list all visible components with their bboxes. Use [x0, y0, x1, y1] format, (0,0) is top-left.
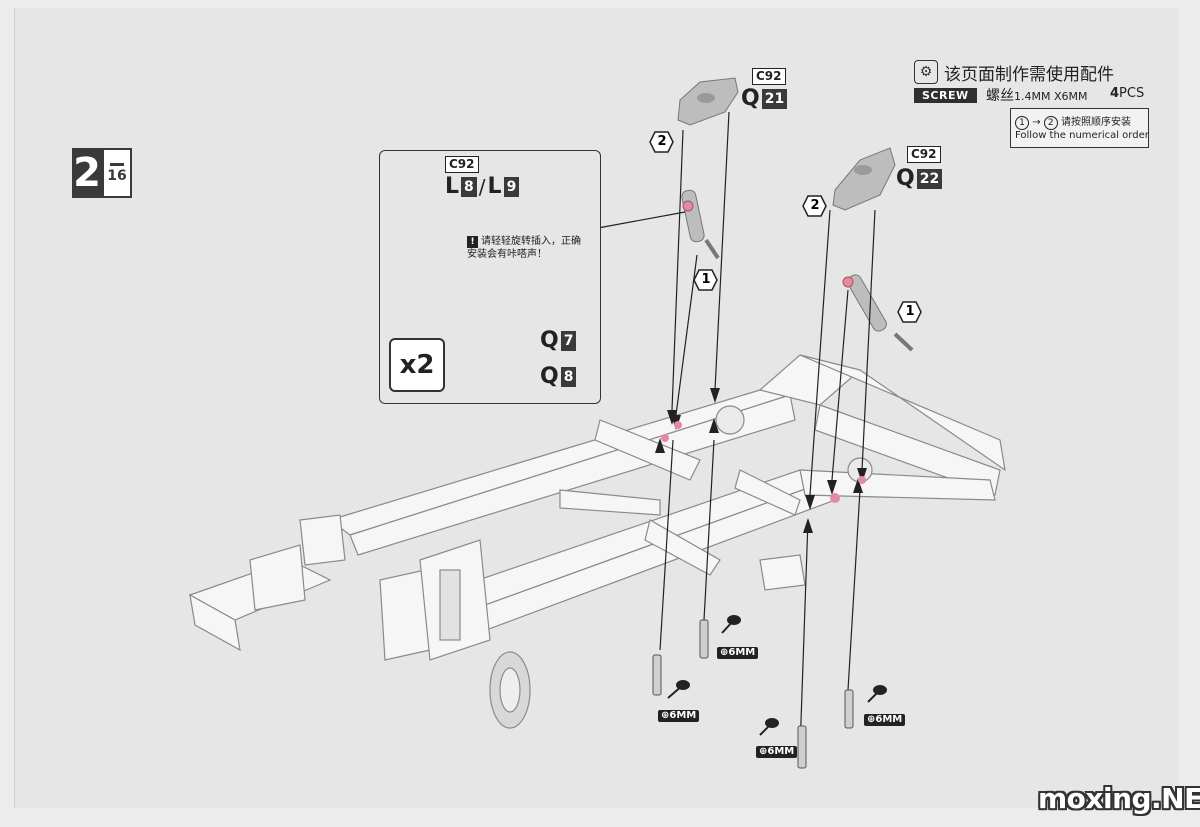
screw-quantity: 4PCS: [1110, 86, 1144, 101]
screw-qty-number: 4: [1110, 86, 1120, 101]
part-num-q8: 8: [560, 366, 577, 387]
part-letter-q8: Q: [540, 364, 559, 389]
step-circles: [649, 131, 922, 323]
inset-part-l8-l9: L 8 / L 9: [445, 174, 520, 199]
screw-name: 螺丝: [986, 88, 1014, 104]
chassis-frame: [188, 354, 1006, 729]
order-note: 1 → 2 请按照顺序安装 Follow the numerical order: [1010, 108, 1149, 148]
parts-title: 该页面制作需使用配件: [944, 65, 1114, 85]
substep-number: 16: [107, 167, 127, 184]
step-1-right: 1: [905, 304, 915, 319]
step-2-right: 2: [810, 198, 820, 213]
part-letter-l9: L: [487, 174, 502, 199]
part-num-l8: 8: [461, 176, 477, 197]
arrow-right-icon: →: [1032, 117, 1041, 128]
mount-points: [661, 421, 866, 503]
inset-part-q7: Q 7: [540, 328, 577, 353]
substep-dash: [110, 162, 124, 166]
part-letter-l8: L: [445, 174, 460, 199]
inset-warning: !请轻轻旋转插入，正确安装会有咔嗒声！: [467, 235, 587, 261]
part-letter-q7: Q: [540, 328, 559, 353]
screw-size: 1.4MM X6MM: [1014, 90, 1088, 103]
part-letter-q22: Q: [896, 166, 915, 191]
step-badge: 2 16: [72, 148, 132, 198]
screw-label-4: ⊕6MM: [864, 714, 906, 726]
step-2-left: 2: [657, 134, 667, 149]
quantity-multiplier: x2: [389, 338, 445, 392]
screw-description: 螺丝1.4MM X6MM: [986, 85, 1088, 105]
order-note-cn: 1 → 2 请按照顺序安装: [1015, 113, 1131, 130]
part-q22: Q 22: [896, 166, 943, 191]
screw-label-1: ⊕6MM: [658, 710, 700, 722]
watermark: moxing.NET: [1038, 782, 1200, 815]
part-letter-q21: Q: [741, 86, 760, 111]
screw-label-2: ⊕6MM: [717, 647, 759, 659]
gear-icon: ⚙: [914, 60, 938, 84]
bracket-q21: [677, 77, 739, 126]
part-slash: /: [478, 174, 486, 199]
bracket-q22: [832, 147, 896, 211]
warning-text: 请轻轻旋转插入，正确安装会有咔嗒声！: [467, 236, 581, 260]
part-num-q21: 21: [761, 88, 788, 109]
part-num-q7: 7: [560, 330, 577, 351]
screws: [652, 619, 854, 769]
right-sprue-label: C92: [907, 146, 941, 163]
order-from: 1: [1015, 116, 1029, 130]
warning-icon: !: [467, 236, 478, 248]
link-right: [842, 274, 914, 352]
step-substep: 16: [102, 148, 132, 198]
order-text-en: Follow the numerical order: [1015, 130, 1149, 141]
guide-lines: [597, 111, 876, 751]
page-sheet: [14, 8, 1179, 808]
part-num-q22: 22: [916, 168, 943, 189]
screw-qty-unit: PCS: [1119, 86, 1145, 101]
order-to: 2: [1043, 116, 1058, 130]
inset-part-q8: Q 8: [540, 364, 577, 389]
part-num-l9: 9: [503, 176, 520, 197]
screw-tag: SCREW: [914, 88, 977, 103]
inset-sprue-label: C92: [445, 156, 479, 173]
screw-label-3: ⊕6MM: [756, 746, 798, 758]
step-1-left: 1: [701, 272, 711, 287]
left-sprue-label: C92: [752, 68, 786, 85]
screwdriver-icons: [667, 615, 887, 736]
part-q21: Q 21: [741, 86, 788, 111]
order-text-cn: 请按照顺序安装: [1060, 117, 1131, 128]
step-number: 2: [72, 148, 102, 198]
link-left: [681, 189, 720, 260]
